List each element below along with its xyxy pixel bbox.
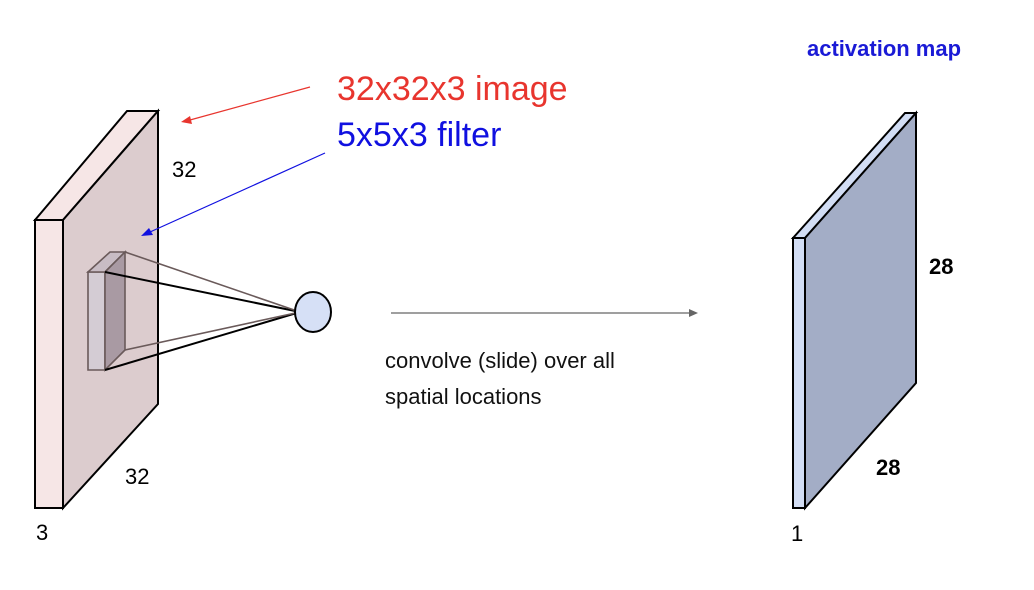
convolve-caption-line2: spatial locations	[385, 384, 542, 409]
output-width-label: 28	[876, 455, 900, 480]
convolve-caption-line1: convolve (slide) over all	[385, 348, 615, 373]
receptive-line	[124, 251, 301, 313]
output-volume	[790, 110, 919, 511]
receptive-line	[104, 271, 301, 313]
output-volume-side-face	[804, 110, 917, 511]
output-neuron	[294, 291, 332, 333]
filter-volume	[85, 250, 127, 372]
input-width-label: 32	[125, 464, 149, 489]
receptive-line	[124, 311, 301, 351]
filter-size-label: 5x5x3 filter	[337, 116, 501, 154]
output-height-label: 28	[929, 254, 953, 279]
input-depth-label: 3	[36, 520, 48, 545]
output-depth-label: 1	[791, 521, 803, 546]
convolve-arrow	[391, 309, 698, 317]
input-height-label: 32	[172, 157, 196, 182]
receptive-field-lines	[104, 251, 301, 371]
image-size-label: 32x32x3 image	[337, 70, 568, 108]
input-volume-front-face	[34, 219, 64, 509]
filter-pointer-arrow	[141, 152, 326, 236]
filter-front-face	[87, 271, 106, 371]
output-volume-front-face	[792, 237, 806, 509]
filter-side-face	[104, 250, 126, 372]
receptive-line	[104, 311, 301, 371]
activation-map-title: activation map	[807, 36, 961, 61]
image-pointer-arrow	[181, 86, 311, 124]
